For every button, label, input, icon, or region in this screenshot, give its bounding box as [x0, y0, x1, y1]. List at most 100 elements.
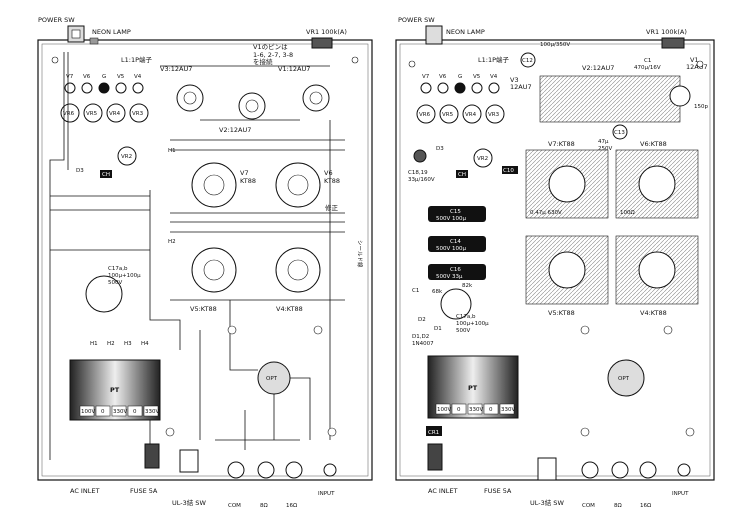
right-fuse-label: FUSE 5A [484, 487, 512, 495]
right-c13-value-1: 47μ [598, 139, 609, 145]
left-c17-capacitor [85, 275, 123, 313]
left-tap-h1: H1 [90, 341, 98, 347]
left-16ohm-label: 16Ω [286, 503, 297, 509]
right-pt-t2: 0 [457, 407, 461, 413]
right-opt-label: OPT [618, 376, 630, 382]
right-1n4007-label: 1N4007 [412, 341, 434, 347]
left-neon-lamp [89, 37, 99, 45]
right-choke [456, 170, 468, 178]
right-c17-capacitor [440, 288, 472, 320]
right-pt-t1: 100V [437, 407, 451, 413]
right-cr1 [426, 426, 442, 436]
left-jack-v4: V4 [134, 74, 142, 80]
right-v3-label: V3 [510, 76, 519, 84]
right-c15-value: 500V 100μ [436, 216, 467, 222]
right-c12-value: 100μ/350V [540, 42, 570, 48]
right-vr2 [473, 148, 493, 168]
left-ul-sw-label: UL-3結 SW [172, 498, 206, 507]
left-vr3: VR3 [132, 111, 144, 117]
right-v4-label: V4:KT88 [640, 309, 667, 317]
right-c16-label: C16 [450, 267, 461, 273]
left-h2-label: H2 [168, 239, 176, 245]
right-ac-inlet [427, 443, 443, 471]
left-v6-type: KT88 [324, 177, 340, 185]
right-c12-label: C12 [522, 58, 533, 64]
left-input-label: INPUT [318, 491, 335, 497]
right-power-sw-label: POWER SW [398, 16, 435, 24]
left-pt-t2: 0 [101, 409, 105, 415]
right-cap-value-b: 100Ω [620, 210, 635, 216]
left-input-jack [323, 463, 337, 477]
left-shield-label: シールド線 [356, 240, 364, 268]
left-tap-h3: H3 [124, 341, 132, 347]
right-c12 [520, 52, 536, 68]
right-c13-value-2: 250V [598, 146, 612, 152]
right-vr4: VR4 [465, 112, 477, 118]
left-wiring [49, 52, 331, 460]
left-vr-row: VR6 VR5 VR4 VR3 [60, 103, 149, 123]
left-v4-label: V4:KT88 [276, 305, 303, 313]
left-v6-socket [275, 162, 321, 208]
left-terminal-16 [285, 461, 303, 479]
left-terminal-strips [50, 139, 345, 301]
left-screws [51, 56, 359, 437]
right-vr1-label: VR1 100k(A) [646, 28, 687, 36]
right-com-label: COM [582, 503, 595, 509]
left-c17-3: 500V [108, 280, 122, 286]
right-v6-label: V6:KT88 [640, 140, 667, 148]
right-vr2-label: VR2 [477, 156, 488, 162]
right-pt-t3: 330V [469, 407, 483, 413]
left-v5-socket [191, 247, 237, 293]
left-chassis-inner [41, 43, 369, 477]
left-v4-socket [275, 247, 321, 293]
right-d2-label: D2 [418, 317, 426, 323]
right-c17-3: 500V [456, 328, 470, 334]
left-chassis [37, 39, 373, 481]
right-c16-value: 500V 33μ [436, 274, 463, 280]
left-v3-label: V3:12AU7 [160, 65, 192, 73]
left-v6-label: V6 [324, 169, 333, 177]
right-c1-value: 470μ/16V [634, 65, 661, 71]
right-ac-inlet-label: AC INLET [428, 487, 457, 495]
right-v1-socket [669, 85, 691, 107]
left-v2-label: V2:12AU7 [219, 126, 251, 134]
left-neon-lamp-label: NEON LAMP [92, 28, 131, 36]
right-ch-label: CH [458, 172, 466, 178]
right-c13-label: C13 [614, 130, 625, 136]
right-68k-label: 68k [432, 289, 443, 295]
right-l1-label: L1:1P端子 [478, 55, 510, 64]
right-c14-label: C14 [450, 239, 461, 245]
left-jack-g: G [102, 74, 106, 80]
left-terminal-8 [257, 461, 275, 479]
right-c18-19 [413, 149, 427, 163]
left-v1-note-1: V1のピンは [253, 43, 288, 51]
left-terminal-com [227, 461, 245, 479]
right-vr1 [661, 37, 685, 49]
left-jack-row: V7 V6 G V5 V4 [64, 74, 144, 94]
left-pt-terminals: 100V 0 330V 0 330V [79, 405, 159, 417]
right-jack-v4: V4 [490, 74, 498, 80]
left-fuse-label: FUSE 5A [130, 487, 158, 495]
right-wiring-diagram: POWER SW NEON LAMP VR1 100k(A) L1:1P端子 C… [395, 16, 715, 509]
right-input-jack [677, 463, 691, 477]
right-filter-caps: C15 500V 100μ C14 500V 100μ C16 500V 33μ [428, 206, 486, 280]
left-vr2-label: VR2 [121, 154, 132, 160]
right-c14-value: 500V 100μ [436, 246, 467, 252]
right-vr6: VR6 [419, 112, 431, 118]
left-v2-socket [238, 92, 266, 120]
left-jack-v5: V5 [117, 74, 125, 80]
right-ul-switch [537, 457, 557, 481]
right-terminal-8 [611, 461, 629, 479]
right-vr5: VR5 [442, 112, 454, 118]
right-screws [408, 60, 704, 437]
left-vr6: VR6 [63, 111, 75, 117]
left-tap-h2: H2 [107, 341, 115, 347]
right-v7-label: V7:KT88 [548, 140, 575, 148]
left-choke [100, 170, 112, 178]
right-terminal-16 [639, 461, 657, 479]
right-terminal-com [581, 461, 599, 479]
right-v1-type: 12AU7 [686, 63, 708, 71]
right-jack-g: G [458, 74, 462, 80]
left-power-sw-label: POWER SW [38, 16, 75, 24]
